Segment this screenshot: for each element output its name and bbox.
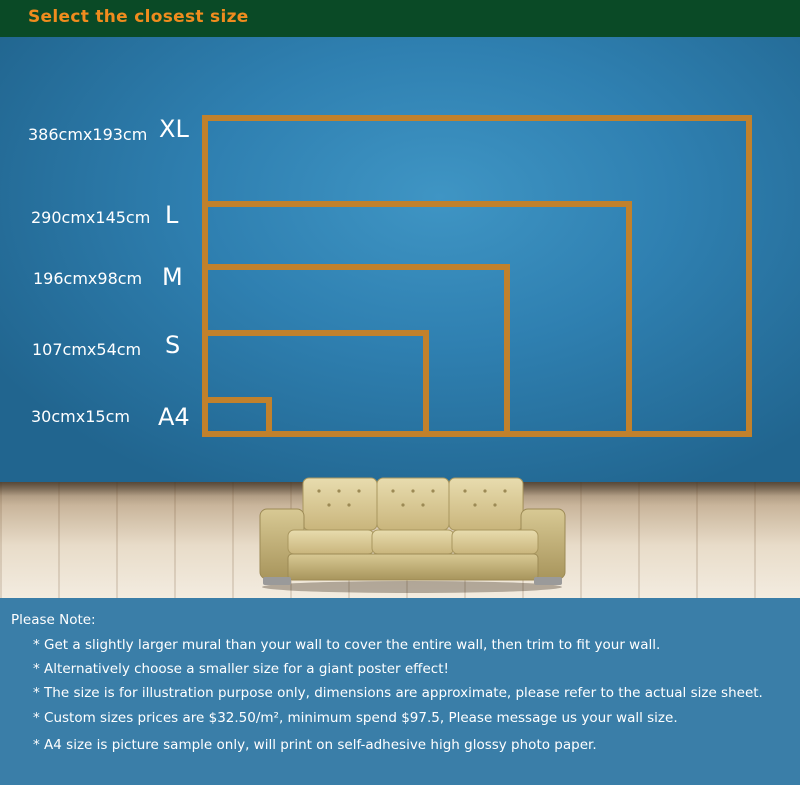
page-title: Select the closest size [28, 7, 249, 27]
size-code-a4: A4 [158, 403, 190, 431]
sofa-icon [259, 477, 566, 593]
size-dimensions-xl: 386cmx193cm [28, 125, 148, 144]
room-illustration: 386cmx193cm XL 290cmx145cm L 196cmx98cm … [0, 37, 800, 598]
size-dimensions-s: 107cmx54cm [32, 340, 142, 359]
size-dimensions-m: 196cmx98cm [33, 269, 143, 288]
note-item: * Alternatively choose a smaller size fo… [33, 661, 449, 677]
size-frame-s [202, 330, 429, 437]
wall [0, 37, 800, 482]
size-code-xl: XL [159, 115, 189, 143]
size-dimensions-l: 290cmx145cm [31, 208, 151, 227]
size-code-l: L [165, 201, 179, 229]
size-dimensions-a4: 30cmx15cm [31, 407, 130, 426]
size-code-m: M [162, 263, 183, 291]
notes-title: Please Note: [11, 612, 96, 628]
note-item: * Custom sizes prices are $32.50/m², min… [33, 710, 678, 726]
note-item: * Get a slightly larger mural than your … [33, 637, 661, 653]
header-bar: Select the closest size [0, 0, 800, 37]
size-code-s: S [165, 331, 181, 359]
note-item: * The size is for illustration purpose o… [33, 685, 763, 701]
notes-panel: Please Note: * Get a slightly larger mur… [0, 598, 800, 785]
note-item: * A4 size is picture sample only, will p… [33, 737, 597, 753]
size-frame-a4 [202, 397, 272, 437]
